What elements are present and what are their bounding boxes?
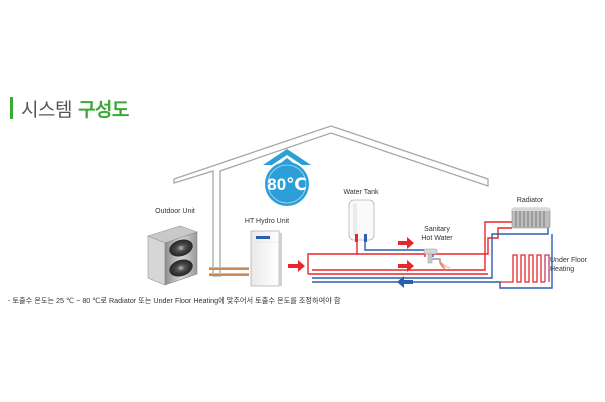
house-outline bbox=[173, 125, 489, 277]
sanitary-faucet-icon bbox=[423, 248, 451, 270]
ht-hydro-unit-label: HT Hydro Unit bbox=[245, 218, 289, 225]
refrigerant-pipes bbox=[209, 267, 249, 276]
hot-flow-arrow-3 bbox=[398, 260, 414, 272]
temperature-value: 80℃ bbox=[267, 175, 307, 194]
title-strong: 구성도 bbox=[77, 99, 129, 121]
temperature-badge: 80℃ bbox=[263, 149, 311, 206]
underfloor-label-line2: Heating bbox=[550, 266, 574, 273]
hot-flow-arrow-2 bbox=[398, 237, 414, 249]
footnote: - 토출수 온도는 25 ℃ ~ 80 ℃로 Radiator 또는 Under… bbox=[8, 296, 341, 305]
title-accent-bar bbox=[10, 97, 13, 119]
radiator-icon bbox=[511, 207, 551, 229]
title-regular: 시스템 bbox=[21, 99, 72, 121]
underfloor-coil-icon bbox=[500, 254, 550, 283]
ht-hydro-unit bbox=[250, 230, 282, 287]
outdoor-unit-label: Outdoor Unit bbox=[155, 208, 195, 215]
underfloor-label-line1: Under Floor bbox=[550, 257, 588, 264]
sanitary-label-line1: Sanitary bbox=[424, 226, 450, 233]
radiator-label: Radiator bbox=[517, 197, 544, 204]
outdoor-unit bbox=[147, 225, 198, 286]
cold-flow-arrow bbox=[397, 276, 413, 288]
hot-flow-arrow-1 bbox=[288, 260, 305, 272]
section-title: 시스템 구성도 bbox=[10, 96, 129, 121]
water-tank bbox=[348, 199, 375, 242]
sanitary-label-line2: Hot Water bbox=[421, 235, 453, 242]
water-tank-label: Water Tank bbox=[343, 189, 379, 196]
